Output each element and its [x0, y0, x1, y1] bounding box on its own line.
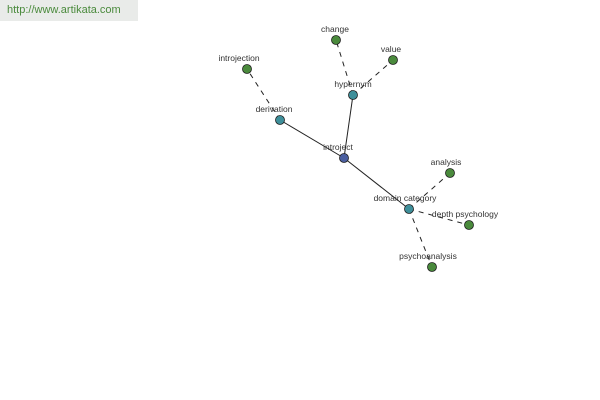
node-hypernym[interactable]: [348, 90, 358, 100]
edge-derivation-introjection: [246, 68, 281, 121]
node-domain-category[interactable]: [404, 204, 414, 214]
node-label-change[interactable]: change: [321, 24, 349, 34]
node-introjection[interactable]: [242, 64, 252, 74]
graph-edges: [246, 39, 470, 268]
node-psychoanalysis[interactable]: [427, 262, 437, 272]
edge-introject-domain-category: [343, 157, 410, 210]
node-depth-psychology[interactable]: [464, 220, 474, 230]
node-derivation[interactable]: [275, 115, 285, 125]
node-label-introject[interactable]: introject: [323, 142, 353, 152]
node-label-introjection[interactable]: introjection: [218, 53, 259, 63]
edge-domain-category-psychoanalysis: [408, 208, 433, 268]
edge-introject-derivation: [279, 119, 345, 159]
graph-labels: introject hypernym derivation domain catego…: [218, 24, 498, 261]
node-analysis[interactable]: [445, 168, 455, 178]
edge-hypernym-value: [352, 59, 394, 96]
node-label-psychoanalysis[interactable]: psychoanalysis: [399, 251, 457, 261]
node-introject[interactable]: [339, 153, 349, 163]
edge-domain-category-analysis: [408, 172, 451, 210]
node-label-domain-category[interactable]: domain category: [374, 193, 438, 203]
node-label-depth-psychology[interactable]: depth psychology: [432, 209, 499, 219]
node-value[interactable]: [388, 55, 398, 65]
edge-domain-category-depth-psychology: [408, 208, 470, 226]
graph-nodes: [242, 35, 474, 272]
node-label-analysis[interactable]: analysis: [431, 157, 462, 167]
node-change[interactable]: [331, 35, 341, 45]
site-url[interactable]: http://www.artikata.com: [0, 0, 138, 21]
node-label-hypernym[interactable]: hypernym: [334, 79, 371, 89]
edge-introject-hypernym: [343, 94, 354, 159]
node-label-derivation[interactable]: derivation: [256, 104, 293, 114]
node-label-value[interactable]: value: [381, 44, 402, 54]
